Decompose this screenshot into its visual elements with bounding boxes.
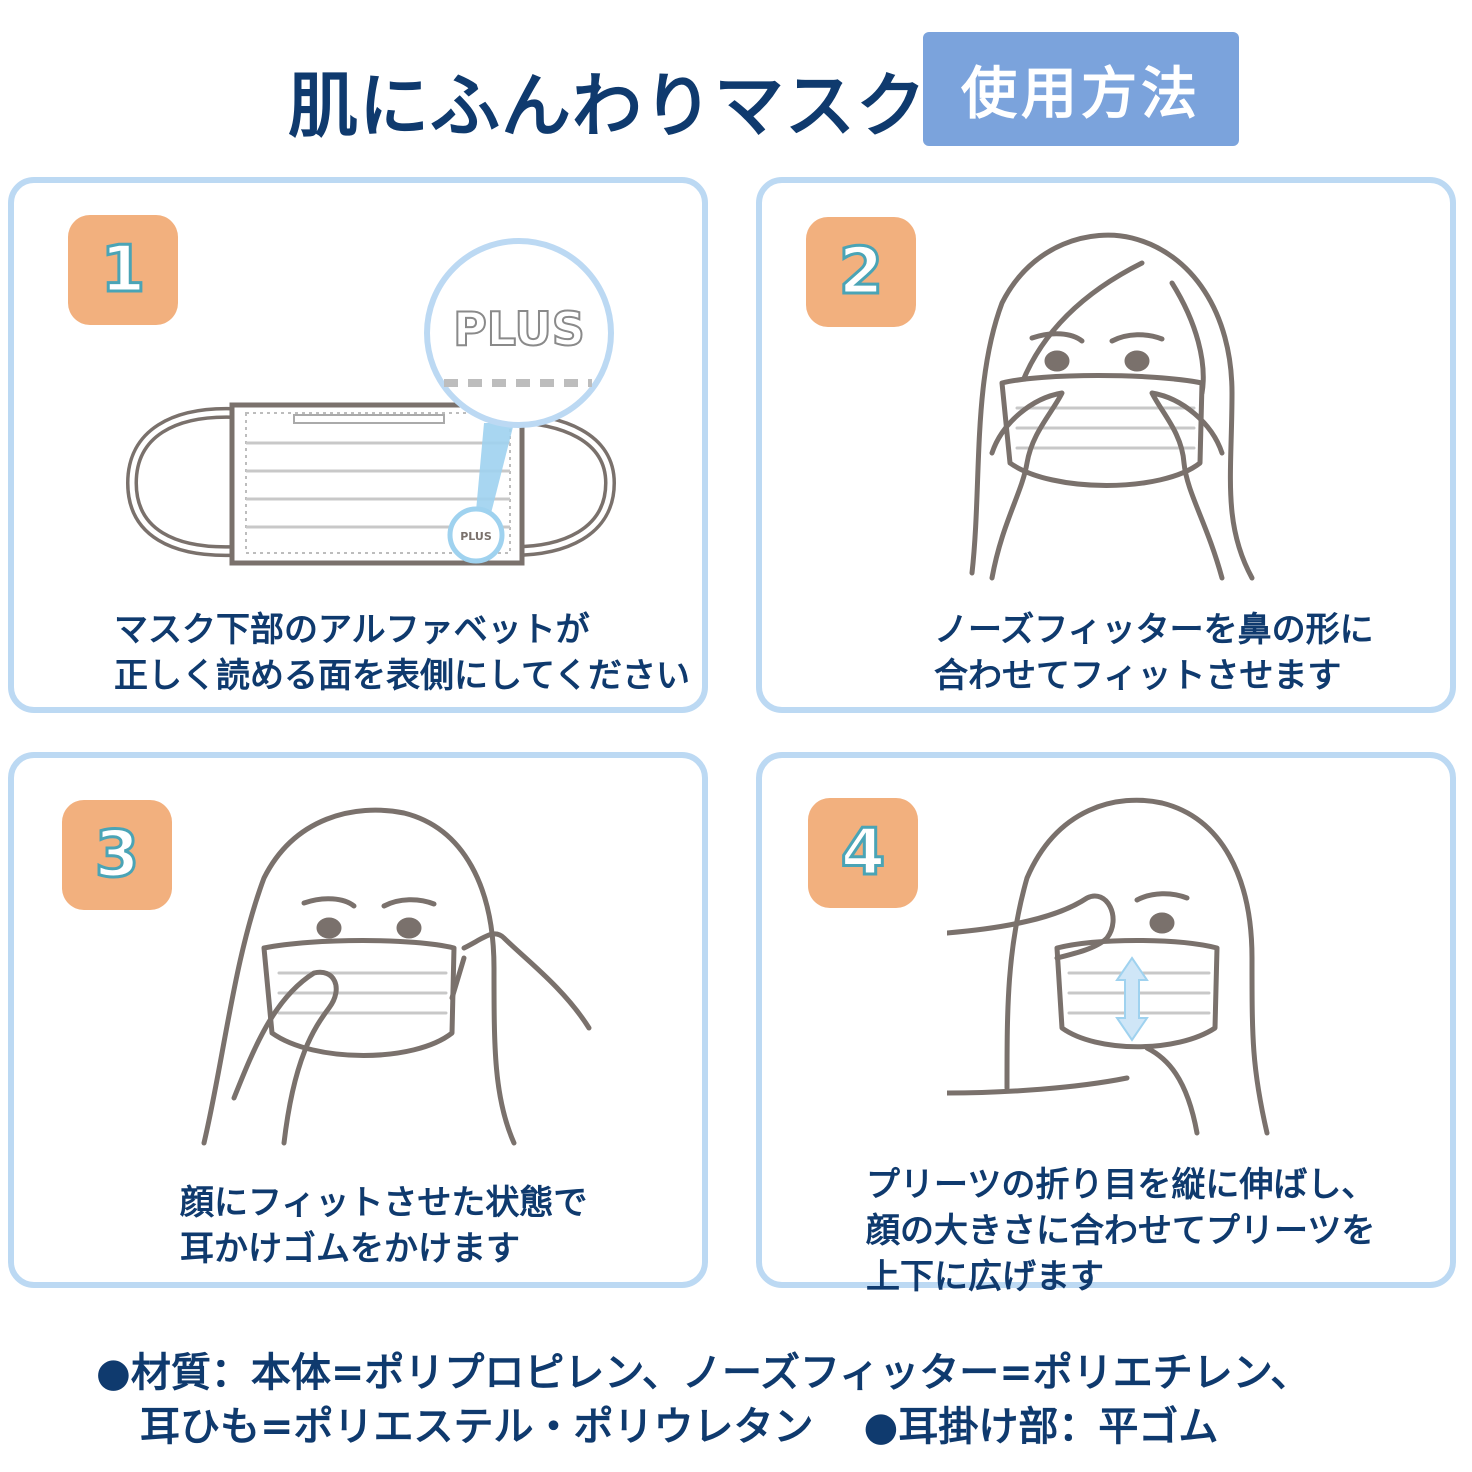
caption-line: 上下に広げます <box>866 1257 1104 1297</box>
step-number: 1 <box>99 232 147 309</box>
page-title: 肌にふんわりマスク <box>288 65 927 147</box>
small-plus-logo: PLUS <box>460 530 492 543</box>
step-number-badge: 3 <box>62 800 172 910</box>
caption-line: 顔にフィットさせた状態で <box>180 1183 588 1223</box>
mask-flat-illustration: PLUS PLUS <box>125 238 617 566</box>
woman-adjusting-nose-wire-illustration <box>969 232 1255 581</box>
caption-line: ノーズフィッターを鼻の形に <box>934 610 1374 650</box>
caption-line: プリーツの折り目を縦に伸ばし、 <box>866 1165 1376 1205</box>
step-number-badge: 2 <box>806 217 916 327</box>
caption-line: 合わせてフィットさせます <box>934 656 1342 696</box>
step-caption: プリーツの折り目を縦に伸ばし、 顔の大きさに合わせてプリーツを 上下に広げます <box>866 1162 1375 1300</box>
vertical-arrow-icon <box>1115 956 1149 1042</box>
step-number: 4 <box>839 815 887 892</box>
usage-badge-label: 使用方法 <box>961 61 1201 127</box>
usage-badge: 使用方法 <box>923 32 1239 146</box>
caption-line: マスク下部のアルファベットが <box>114 610 590 650</box>
step-number-badge: 4 <box>808 798 918 908</box>
woman-spreading-pleats-illustration <box>947 797 1270 1136</box>
ear-part-material: ●耳掛け部：平ゴム <box>863 1404 1219 1450</box>
step-caption: ノーズフィッターを鼻の形に 合わせてフィットさせます <box>934 607 1374 699</box>
caption-line: 正しく読める面を表側にしてください <box>114 656 690 696</box>
step-number: 2 <box>837 234 885 311</box>
step-number: 3 <box>93 817 141 894</box>
header: 肌にふんわりマスク 使用方法 <box>0 30 1472 150</box>
material-line-2: 耳ひも=ポリエステル・ポリウレタン ●耳掛け部：平ゴム <box>140 1394 1218 1452</box>
step-card-4: 4 プリーツの折り目を縦に伸ばし、 顔の大きさに合わせてプリーツを 上下に広げま… <box>756 752 1456 1297</box>
ear-strap-material: 耳ひも=ポリエステル・ポリウレタン <box>140 1404 814 1450</box>
material-line-1: ●材質：本体=ポリプロピレン、ノーズフィッター=ポリエチレン、 <box>96 1350 1311 1396</box>
step-card-3: 3 顔にフィットさせた状態で 耳かけゴムをかけます <box>8 752 708 1288</box>
step-number-badge: 1 <box>68 215 178 325</box>
step-caption: 顔にフィットさせた状態で 耳かけゴムをかけます <box>180 1180 587 1272</box>
caption-line: 顔の大きさに合わせてプリーツを <box>866 1211 1376 1251</box>
step-caption: マスク下部のアルファベットが 正しく読める面を表側にしてください <box>114 607 690 699</box>
caption-line: 耳かけゴムをかけます <box>180 1229 520 1269</box>
large-plus-logo: PLUS <box>453 302 585 356</box>
woman-hooking-ear-loop-illustration <box>201 807 592 1146</box>
step-card-2: 2 ノーズフィッターを鼻の形に 合わせてフィットさせます <box>756 177 1456 713</box>
step-card-1: 1 PLUS PLUS マスク下部のアルファベットが 正しく読める面を表側にして… <box>8 177 708 713</box>
